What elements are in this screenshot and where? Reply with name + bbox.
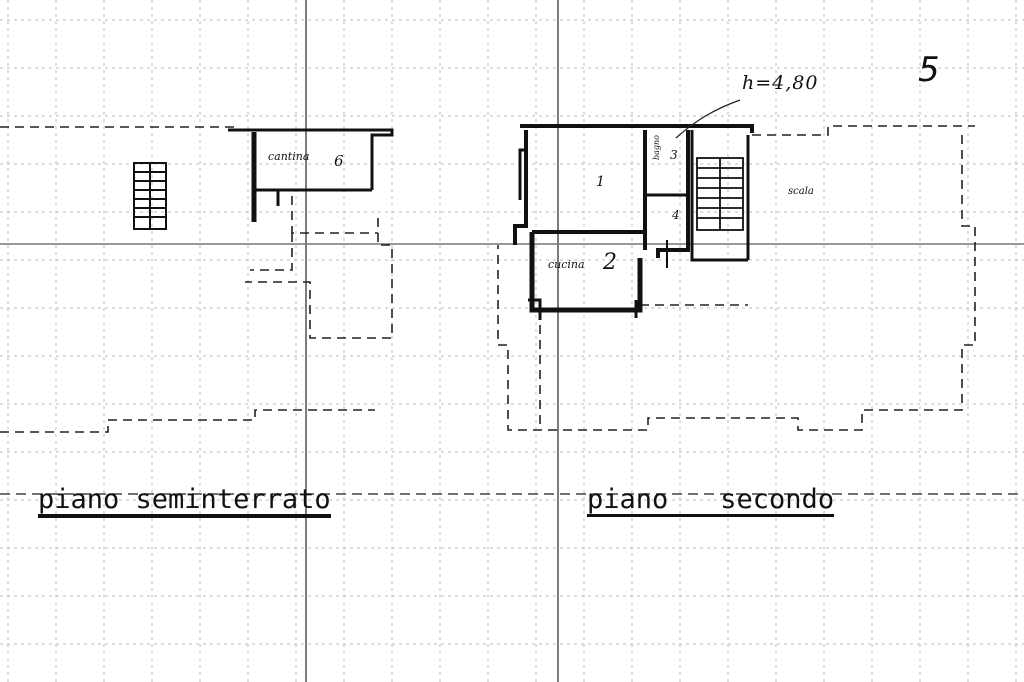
floor-label-secondo: piano secondo (587, 484, 835, 517)
secondo-outline (497, 125, 976, 431)
floor-label-seminterrato: piano seminterrato (38, 486, 331, 518)
cantina-room (228, 128, 394, 222)
secondo-walls (513, 124, 754, 320)
page-number: 5 (918, 50, 940, 90)
room-label-cantina: cantina (268, 150, 310, 163)
room-number-3: 3 (670, 148, 678, 162)
seminterrato-outline (0, 126, 393, 433)
height-leader (675, 99, 741, 139)
floor-label-secondo-word2: secondo (720, 484, 835, 515)
room-number-cantina: 6 (334, 152, 344, 170)
room-label-scala: scala (788, 186, 814, 197)
room-number-cucina: 2 (603, 250, 617, 275)
room-number-1: 1 (596, 174, 605, 190)
room-number-4: 4 (672, 208, 680, 222)
semi-stair (133, 162, 167, 230)
room-label-bagno: bagno (652, 135, 661, 160)
floor-label-secondo-word1: piano (587, 484, 669, 515)
height-note: h=4,80 (742, 72, 819, 94)
secondo-stair (696, 157, 744, 231)
room-label-cucina: cucina (548, 258, 585, 271)
